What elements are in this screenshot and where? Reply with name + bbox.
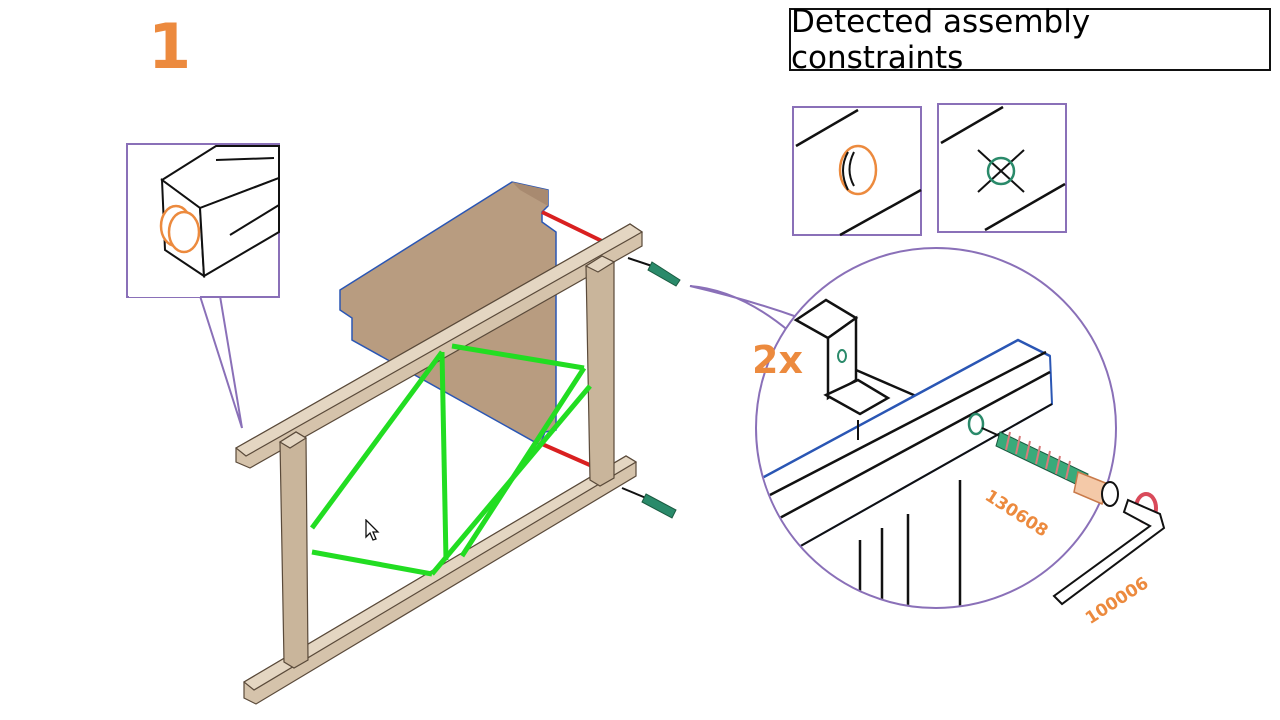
dowel-detail-callout (126, 143, 280, 429)
step-number: 1 (148, 10, 192, 83)
back-panel (339, 181, 557, 447)
cross-hole-icon (977, 149, 1025, 193)
frame (234, 223, 644, 705)
cursor-arrow-icon (365, 519, 380, 541)
dowel-hole-icon (838, 144, 878, 196)
dowel-icon (159, 204, 201, 254)
screw-icon (621, 257, 681, 519)
detected-constraints-title: Detected assembly constraints (789, 4, 1271, 76)
screw-detail-icon (981, 427, 1119, 507)
screw-hole-constraint-box (937, 103, 1067, 233)
magnified-detail-callout (689, 247, 1117, 609)
callout-pointer (198, 295, 243, 429)
dowel-hole-constraint-box (792, 106, 922, 237)
red-constraint-lines (541, 210, 609, 468)
green-constraint-lines (309, 343, 592, 577)
quantity-label: 2x (752, 338, 803, 382)
hex-key-icon (1052, 492, 1166, 606)
